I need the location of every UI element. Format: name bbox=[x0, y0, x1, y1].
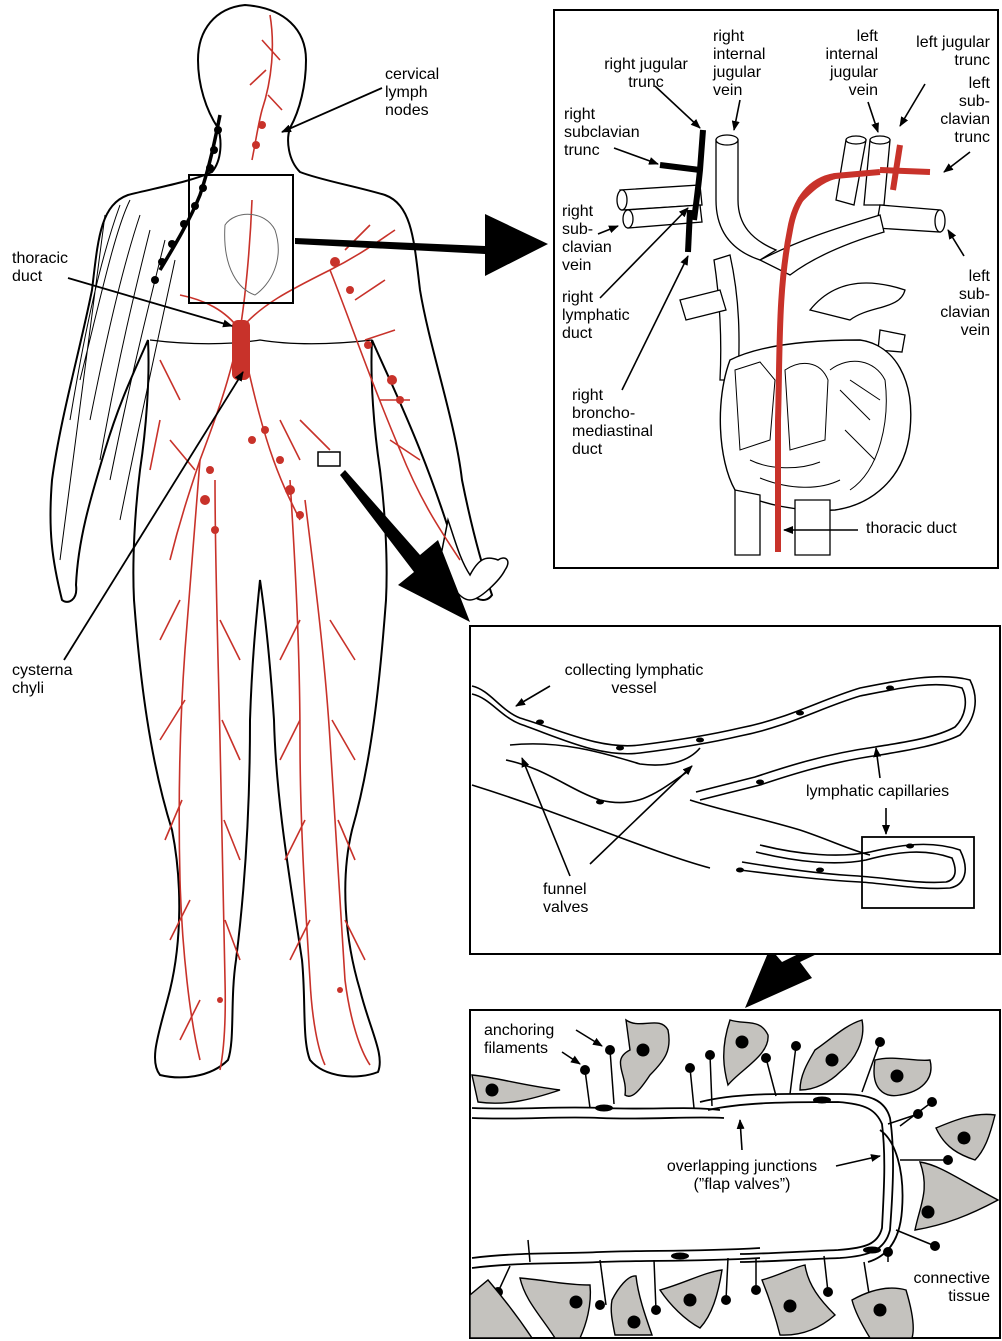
label-anchoring-filaments: anchoring filaments bbox=[484, 1022, 554, 1058]
label-cisterna-chyli: cysterna chyli bbox=[12, 662, 72, 698]
label-thoracic-duct: thoracic duct bbox=[12, 250, 68, 286]
label-connective-tissue: connective tissue bbox=[890, 1270, 990, 1306]
label-cervical-lymph-nodes: cervical lymph nodes bbox=[385, 66, 439, 120]
label-lymphatic-capillaries: lymphatic capillaries bbox=[806, 783, 949, 801]
label-left-jugular-trunc: left jugular trunc bbox=[890, 34, 990, 70]
label-left-subclavian-vein: left sub- clavian vein bbox=[920, 268, 990, 340]
label-right-lymphatic-duct: right lymphatic duct bbox=[562, 289, 630, 343]
label-right-jugular-trunc: right jugular trunc bbox=[594, 56, 698, 92]
label-right-internal-jugular-vein: right internal jugular vein bbox=[713, 28, 765, 100]
label-collecting-lymphatic-vessel: collecting lymphatic vessel bbox=[548, 662, 720, 698]
body-outline bbox=[50, 5, 492, 1077]
heart-aorta-descending bbox=[795, 500, 830, 555]
heart-descending-vessel bbox=[735, 490, 760, 555]
label-right-bronchomediastinal-duct: right broncho- mediastinal duct bbox=[572, 387, 653, 459]
label-overlapping-junctions: overlapping junctions (”flap valves”) bbox=[652, 1158, 832, 1194]
label-left-internal-jugular-vein: left internal jugular vein bbox=[800, 28, 878, 100]
body-figure bbox=[50, 5, 507, 1077]
label-right-subclavian-vein: right sub- clavian vein bbox=[562, 203, 612, 275]
label-funnel-valves: funnel valves bbox=[543, 881, 588, 917]
label-thoracic-duct-heart: thoracic duct bbox=[866, 520, 957, 538]
label-left-subclavian-trunc: left sub- clavian trunc bbox=[920, 75, 990, 147]
label-right-subclavian-trunc: right subclavian trunc bbox=[564, 106, 640, 160]
